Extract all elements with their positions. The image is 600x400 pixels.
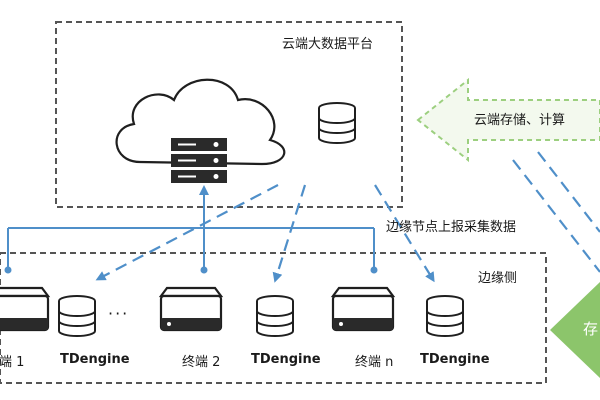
terminal-1-report-node	[4, 266, 12, 274]
terminal-1-database-icon	[58, 295, 96, 337]
terminal-2-device	[159, 286, 223, 332]
cloud-platform-title: 云端大数据平台	[282, 37, 374, 52]
edge-storage-arrow	[550, 282, 600, 378]
terminal-2-db-label: TDengine	[251, 352, 321, 367]
downlink-arrows	[95, 184, 435, 283]
terminal-2-report-node	[200, 266, 208, 274]
terminal-n-report-node	[370, 266, 378, 274]
cloud-icon	[115, 78, 286, 166]
cloud-platform-frame	[55, 21, 403, 208]
edge-reporting-label: 边缘节点上报采集数据	[386, 220, 517, 235]
terminal-n-db-label: TDengine	[420, 352, 490, 367]
edge-side-frame	[0, 252, 547, 384]
terminal-n-device	[331, 286, 395, 332]
report-lines	[7, 185, 375, 270]
terminal-n-name: 终端 n	[355, 355, 394, 370]
terminal-1-db-label: TDengine	[60, 352, 130, 367]
terminal-2-name: 终端 2	[182, 355, 221, 370]
cloud-storage-compute-label: 云端存储、计算	[474, 113, 566, 128]
cloud-storage-compute-arrow	[416, 77, 600, 163]
terminal-ellipsis: ···	[108, 304, 130, 323]
cloud-sync-lines	[512, 151, 600, 273]
edge-side-title: 边缘侧	[478, 271, 518, 286]
terminal-2-database-icon	[256, 295, 294, 337]
cloud-database-icon	[318, 102, 356, 144]
server-rack-icon	[171, 138, 227, 183]
terminal-1-name: 终端 1	[0, 355, 25, 370]
edge-storage-arrow-label: 存	[583, 320, 599, 338]
terminal-1-device	[0, 286, 50, 332]
terminal-n-database-icon	[426, 295, 464, 337]
